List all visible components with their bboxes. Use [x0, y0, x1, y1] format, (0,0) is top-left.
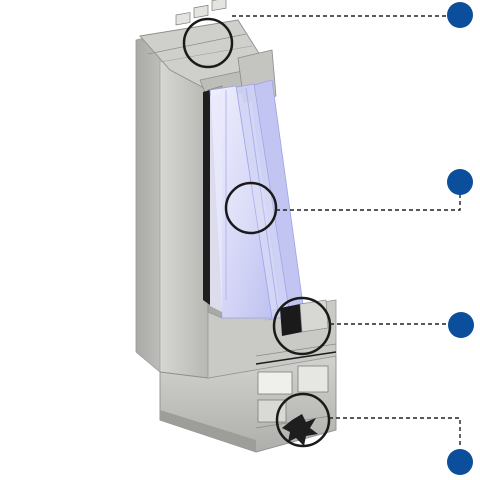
callout-marker-glass-unit[interactable]: [447, 169, 473, 195]
magnifier-circle-icon: [275, 392, 331, 448]
leader-lines: [232, 15, 461, 448]
detail-circles: [182, 17, 332, 448]
bottom-seal-gasket: [282, 414, 318, 446]
spacer-bar: [280, 304, 302, 336]
glass-unit: [209, 79, 329, 336]
magnifier-circle-icon: [272, 296, 332, 356]
callout-marker-bottom-seal[interactable]: [447, 449, 473, 475]
callout-markers[interactable]: [447, 2, 474, 475]
frame-outer-side: [135, 33, 161, 373]
glass-seal-left: [203, 90, 210, 305]
leader-line-glass: [276, 192, 461, 211]
leader-line-bottom: [329, 417, 461, 448]
callout-marker-spacer-bar[interactable]: [448, 312, 474, 338]
magnifier-circle-icon: [224, 181, 278, 235]
callout-marker-top-frame[interactable]: [447, 2, 473, 28]
magnifier-circle-icon: [182, 17, 234, 69]
